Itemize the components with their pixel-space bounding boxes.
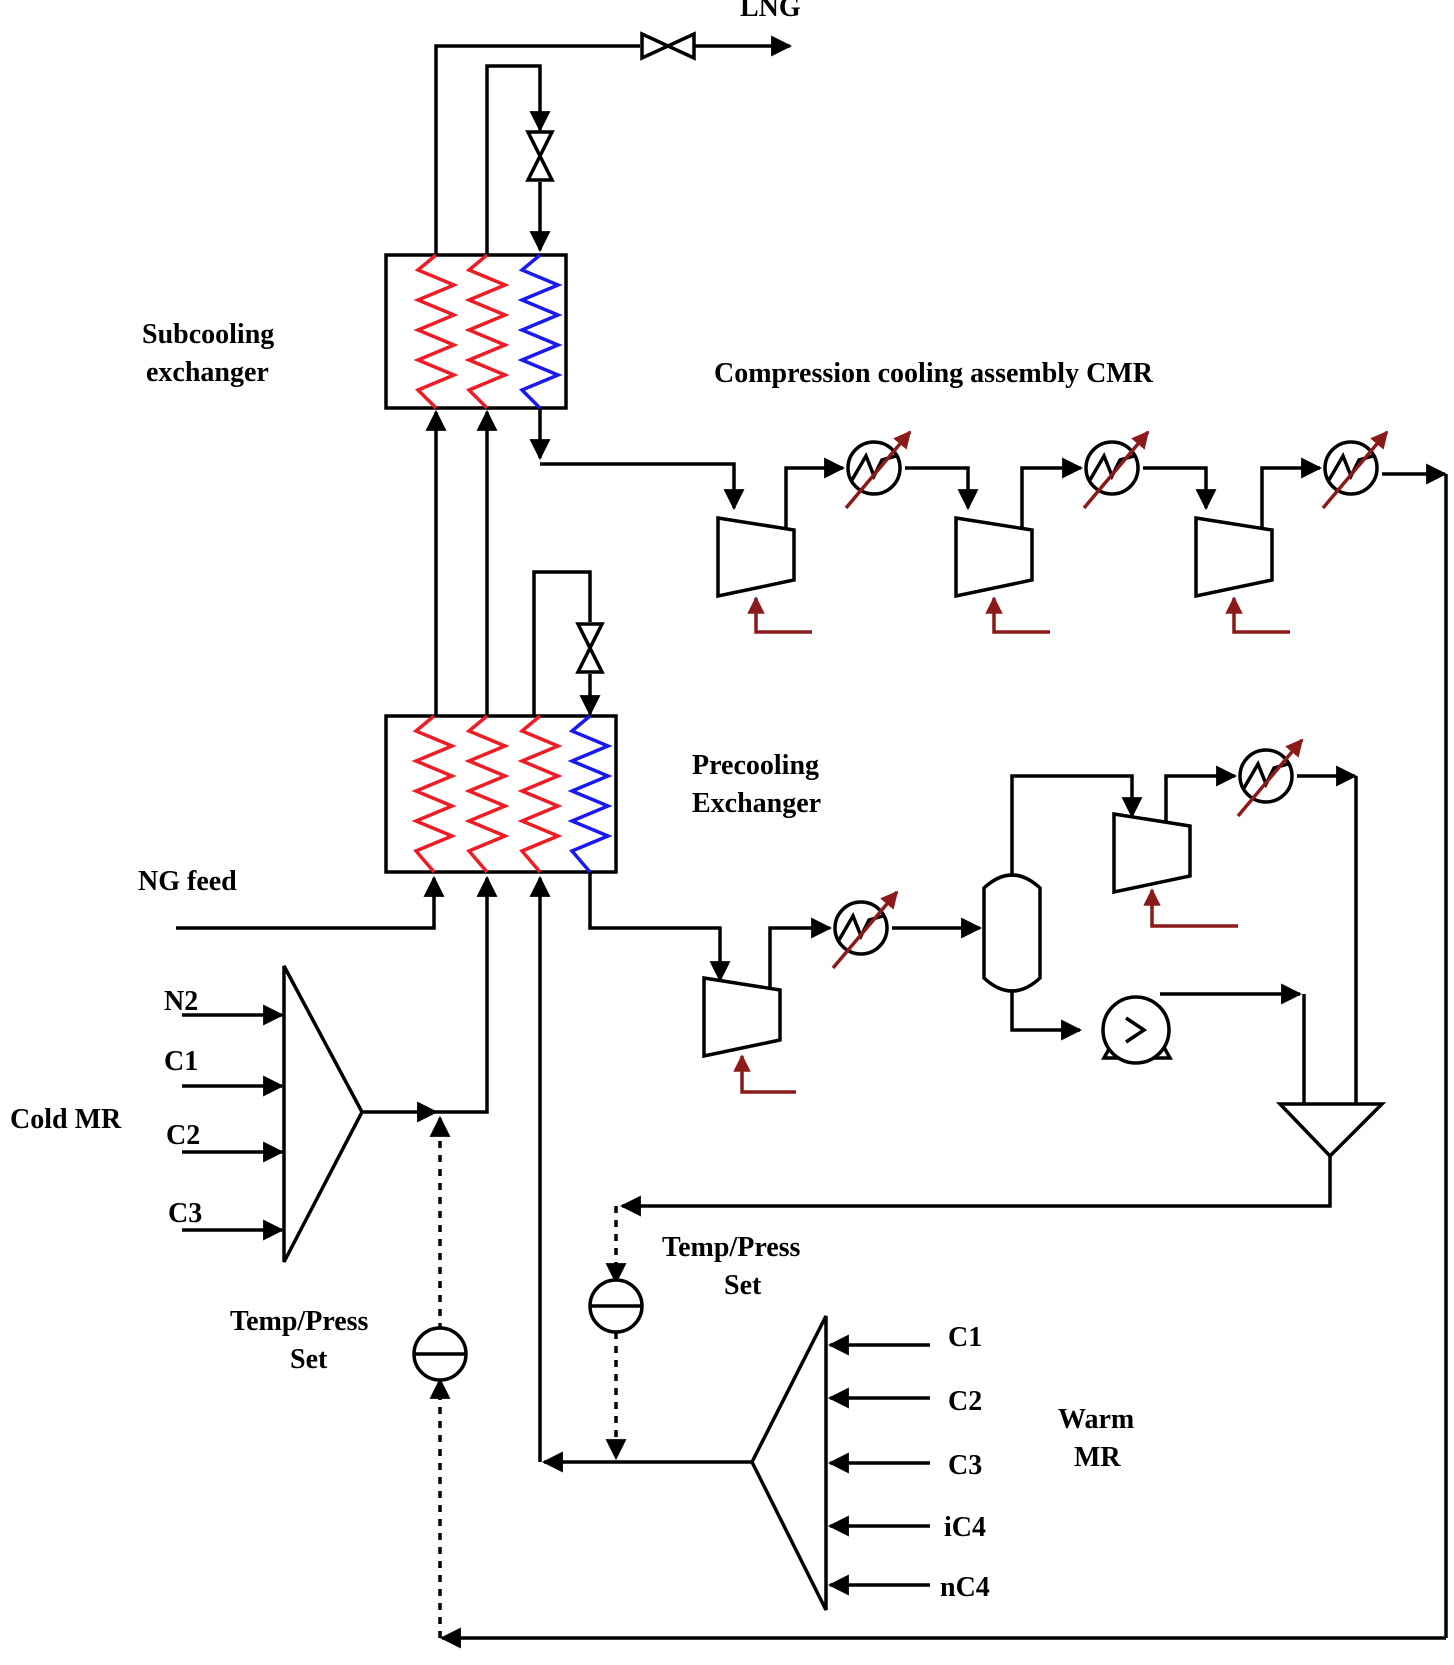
compressor-icon <box>1194 515 1290 634</box>
lng-label: LNG <box>740 0 801 23</box>
precooling-label-line2: Exchanger <box>692 788 821 819</box>
labels: LNG Subcooling exchanger Compression coo… <box>10 0 1154 1603</box>
cold-component-c2: C2 <box>166 1120 200 1151</box>
flash-drum-icon <box>982 873 1042 993</box>
cold-component-c1: C1 <box>164 1046 198 1077</box>
valve-icon <box>640 31 696 61</box>
warm-component-c2: C2 <box>948 1386 982 1417</box>
warm-mr-line1: Warm <box>1058 1404 1134 1435</box>
compressor-icon <box>1112 811 1238 928</box>
precooling-exchanger <box>384 714 618 874</box>
compressor-icon <box>702 975 796 1094</box>
temp-press-left-line2: Set <box>290 1344 328 1375</box>
compression-title: Compression cooling assembly CMR <box>714 358 1154 389</box>
cold-component-n2: N2 <box>164 986 198 1017</box>
subcooling-exchanger <box>384 253 568 410</box>
air-cooler-icon <box>844 430 912 510</box>
air-cooler-icon <box>831 890 899 970</box>
control-signals <box>429 1115 627 1638</box>
controller-icon <box>588 1278 644 1334</box>
air-cooler-icon <box>1082 430 1150 510</box>
air-cooler-icon <box>1236 738 1304 818</box>
cold-component-c3: C3 <box>168 1198 202 1229</box>
mixer-icon <box>282 965 364 1263</box>
warm-mr-line2: MR <box>1074 1442 1121 1473</box>
warm-component-nc4: nC4 <box>940 1572 990 1603</box>
controller-icon <box>412 1326 468 1382</box>
warm-component-c1: C1 <box>948 1322 982 1353</box>
subcooling-label-line2: exchanger <box>146 357 269 388</box>
cold-mr-label: Cold MR <box>10 1104 122 1135</box>
warm-component-c3: C3 <box>948 1450 982 1481</box>
warm-component-ic4: iC4 <box>944 1512 986 1543</box>
compressor-icon <box>954 515 1050 634</box>
subcooling-label-line1: Subcooling <box>142 319 274 350</box>
temp-press-right-line1: Temp/Press <box>662 1232 801 1263</box>
precooling-label-line1: Precooling <box>692 750 819 781</box>
temp-press-right-line2: Set <box>724 1270 762 1301</box>
temp-press-left-line1: Temp/Press <box>230 1306 369 1337</box>
valve-icon <box>575 622 605 674</box>
mixer-icon <box>750 1315 828 1611</box>
ng-feed-label: NG feed <box>138 866 237 897</box>
air-cooler-icon <box>1321 430 1389 510</box>
mixer-icon <box>1275 1102 1387 1159</box>
compressor-icon <box>716 515 812 634</box>
process-streams <box>176 35 1448 1649</box>
valve-icon <box>525 130 555 182</box>
pump-icon <box>1101 995 1173 1065</box>
